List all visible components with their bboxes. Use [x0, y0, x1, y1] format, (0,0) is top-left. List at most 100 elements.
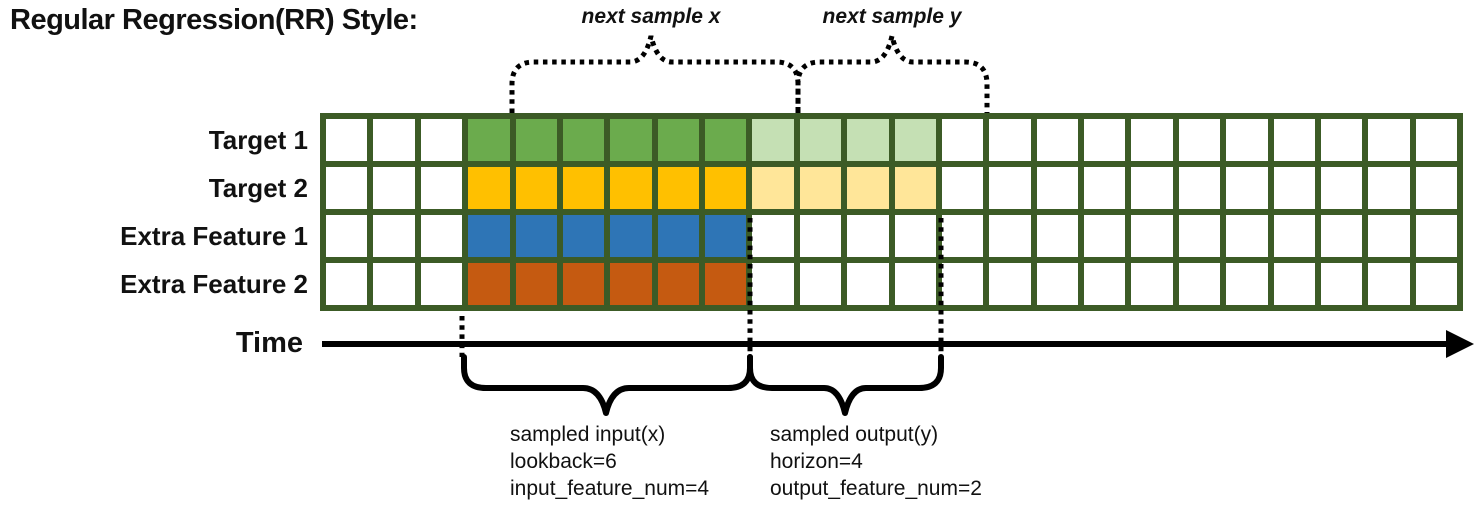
grid-cell: [847, 167, 889, 209]
grid-cell: [894, 263, 936, 305]
grid-cell: [610, 119, 652, 161]
grid-cell: [515, 215, 557, 257]
grid-cell: [1415, 167, 1457, 209]
sampled-input-annotation: sampled input(x) lookback=6 input_featur…: [510, 421, 709, 502]
grid-cell: [1415, 263, 1457, 305]
grid-cell: [1368, 263, 1410, 305]
grid-cell: [1226, 263, 1268, 305]
grid-cell: [752, 215, 794, 257]
row-label: Target 1: [208, 125, 308, 155]
grid-cell: [941, 263, 984, 305]
row-label: Extra Feature 1: [120, 221, 308, 251]
grid-cell: [1368, 215, 1410, 257]
grid-cell: [1036, 215, 1078, 257]
lookback-line: lookback=6: [510, 450, 617, 473]
grid-cell: [705, 167, 747, 209]
grid-cell: [1273, 167, 1315, 209]
grid-cell: [468, 119, 510, 161]
grid-cell: [373, 119, 415, 161]
grid-cell: [941, 167, 984, 209]
grid-cell: [989, 167, 1031, 209]
next-sample-y-label: next sample y: [822, 5, 962, 28]
grid-cell: [1131, 167, 1173, 209]
grid-cell: [1178, 119, 1221, 161]
grid-cell: [799, 119, 842, 161]
horizon-line: horizon=4: [770, 450, 863, 473]
grid-cell: [1131, 215, 1173, 257]
grid-cell: [799, 167, 842, 209]
grid-cell: [657, 263, 699, 305]
grid-cell: [705, 215, 747, 257]
grid-cell: [989, 215, 1031, 257]
grid-cell: [326, 215, 368, 257]
grid-cell: [1273, 263, 1315, 305]
time-axis-arrowhead: [1446, 330, 1474, 358]
grid-cell: [1131, 263, 1173, 305]
grid-cell: [705, 263, 747, 305]
grid-cell: [468, 167, 510, 209]
grid-cell: [373, 263, 415, 305]
page-title: Regular Regression(RR) Style:: [10, 4, 418, 36]
grid-cell: [847, 263, 889, 305]
grid-cell: [752, 263, 794, 305]
grid-cell: [799, 263, 842, 305]
grid-cell: [1368, 167, 1410, 209]
grid-cell: [610, 167, 652, 209]
grid-cell: [894, 215, 936, 257]
sampled-input-brace: [461, 354, 753, 416]
grid-cell: [1178, 215, 1221, 257]
time-axis-label: Time: [235, 327, 303, 359]
next-sample-x-label: next sample x: [581, 5, 721, 28]
next-sample-x-brace: [509, 35, 801, 113]
grid-cell: [562, 263, 605, 305]
grid-cell: [1320, 263, 1363, 305]
grid-cell: [894, 167, 936, 209]
grid-cell: [1415, 215, 1457, 257]
grid-cell: [1320, 215, 1363, 257]
grid-cell: [326, 119, 368, 161]
grid-cell: [657, 215, 699, 257]
grid-cell: [562, 215, 605, 257]
grid-cell: [562, 167, 605, 209]
grid-cell: [420, 167, 463, 209]
grid-cell: [847, 215, 889, 257]
grid-cell: [1178, 263, 1221, 305]
grid-cell: [1084, 215, 1126, 257]
grid-cell: [1036, 263, 1078, 305]
grid-cell: [1368, 119, 1410, 161]
grid-cell: [752, 119, 794, 161]
grid-cell: [1226, 167, 1268, 209]
grid-cell: [373, 167, 415, 209]
grid-cell: [1084, 167, 1126, 209]
grid-cell: [1273, 215, 1315, 257]
grid-cell: [515, 263, 557, 305]
grid-cell: [894, 119, 936, 161]
grid-cell: [420, 263, 463, 305]
grid-cell: [420, 119, 463, 161]
row-label: Extra Feature 2: [120, 269, 308, 299]
grid-cell: [752, 167, 794, 209]
grid-cell: [373, 215, 415, 257]
grid-cell: [657, 167, 699, 209]
grid-cell: [468, 263, 510, 305]
grid-cell: [1084, 263, 1126, 305]
next-sample-y-brace: [795, 35, 990, 113]
timeseries-grid: [320, 113, 1463, 311]
grid-cell: [847, 119, 889, 161]
grid-cell: [610, 215, 652, 257]
grid-cell: [941, 215, 984, 257]
output-feature-num-line: output_feature_num=2: [770, 477, 982, 500]
grid-cell: [1131, 119, 1173, 161]
grid-cell: [515, 167, 557, 209]
row-label: Target 2: [208, 173, 308, 203]
grid-cell: [989, 119, 1031, 161]
grid-cell: [1036, 119, 1078, 161]
grid-cell: [1320, 119, 1363, 161]
grid-cell: [515, 119, 557, 161]
grid-cell: [1273, 119, 1315, 161]
sampled-output-line: sampled output(y): [770, 423, 939, 446]
grid-cell: [705, 119, 747, 161]
grid-cell: [1226, 215, 1268, 257]
grid-cell: [610, 263, 652, 305]
